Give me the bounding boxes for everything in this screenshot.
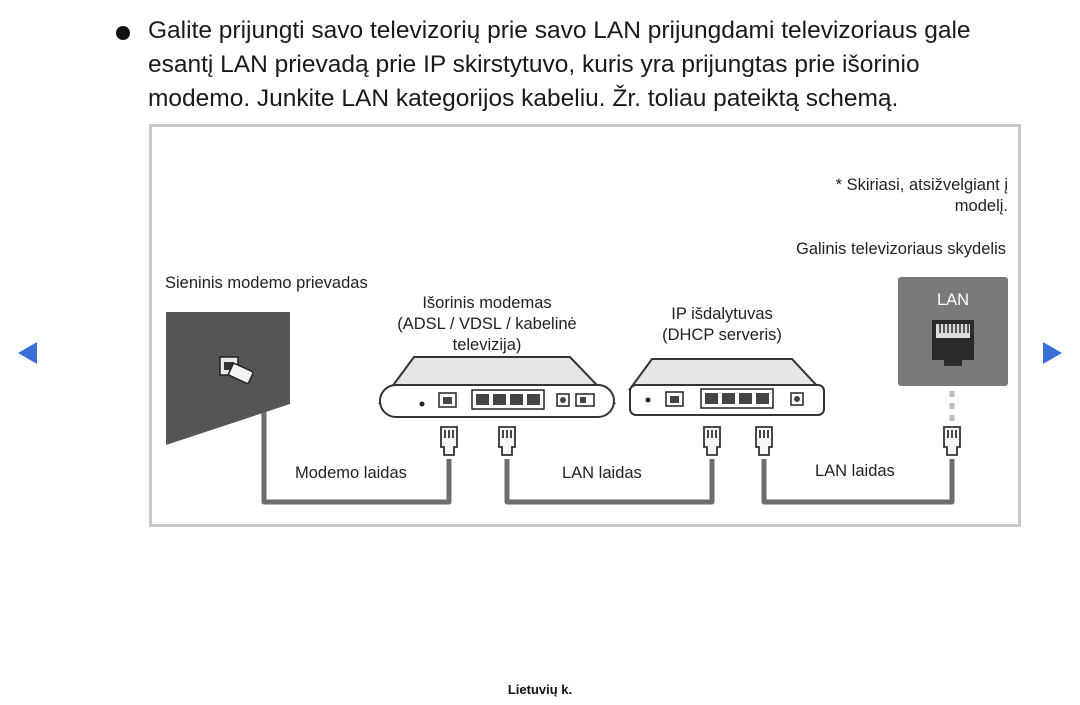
diagram-graphics [166, 277, 1008, 505]
modem-label: Išorinis modemas (ADSL / VDSL / kabelinė… [372, 293, 602, 356]
triangle-right-icon[interactable] [1043, 342, 1062, 364]
lan-cable-1-label: LAN laidas [562, 464, 642, 482]
wall-jack [166, 312, 290, 445]
model-note: * Skiriasi, atsižvelgiant į modelį. [836, 175, 1008, 217]
lan-cable-1 [504, 459, 715, 505]
network-diagram: * Skiriasi, atsižvelgiant į modelį. Gali… [149, 124, 1021, 527]
model-note-line-1: * Skiriasi, atsižvelgiant į [835, 176, 1008, 194]
plug-lan2-tv [943, 426, 961, 456]
footer-language: Lietuvių k. [507, 682, 573, 697]
bullet-paragraph: Galite prijungti savo televizorių prie s… [112, 14, 1012, 116]
lan-cable-2 [761, 459, 955, 505]
model-note-line-2: modelį. [954, 197, 1008, 215]
modem-label-line-3: televizija) [452, 336, 522, 354]
bullet-text: Galite prijungti savo televizorių prie s… [148, 14, 1012, 116]
rj45-plugs [440, 426, 961, 456]
lan-cable-2-label: LAN laidas [815, 462, 895, 480]
plug-modem-cable-end [440, 426, 458, 456]
router-label-line-1: IP išdalytuvas [671, 305, 773, 323]
triangle-left-icon[interactable] [18, 342, 37, 364]
modem-device [378, 356, 617, 418]
tv-panel-title: Galinis televizoriaus skydelis [796, 240, 1006, 258]
router-label-line-2: (DHCP serveris) [662, 326, 782, 344]
modem-label-line-2: (ADSL / VDSL / kabelinė [397, 315, 577, 333]
wall-port-label: Sieninis modemo prievadas [165, 274, 368, 292]
plug-lan1-modem [498, 426, 516, 456]
modem-label-line-1: Išorinis modemas [422, 294, 552, 312]
bullet-line-3: modemo. Junkite LAN kategorijos kabeliu.… [148, 85, 899, 112]
router-label: IP išdalytuvas (DHCP serveris) [637, 304, 807, 346]
tv-lan-port-label: LAN [936, 291, 970, 309]
plug-lan1-router [703, 426, 721, 456]
tv-back-panel [898, 277, 1008, 386]
bullet-line-1: Galite prijungti savo televizorių prie s… [148, 17, 971, 44]
plug-lan2-router [755, 426, 773, 456]
bullet-dot-icon [116, 26, 130, 40]
router-device [628, 358, 825, 416]
bullet-line-2: esantį LAN prievadą prie IP skirstytuvo,… [148, 51, 920, 78]
modem-cable-label: Modemo laidas [295, 464, 407, 482]
